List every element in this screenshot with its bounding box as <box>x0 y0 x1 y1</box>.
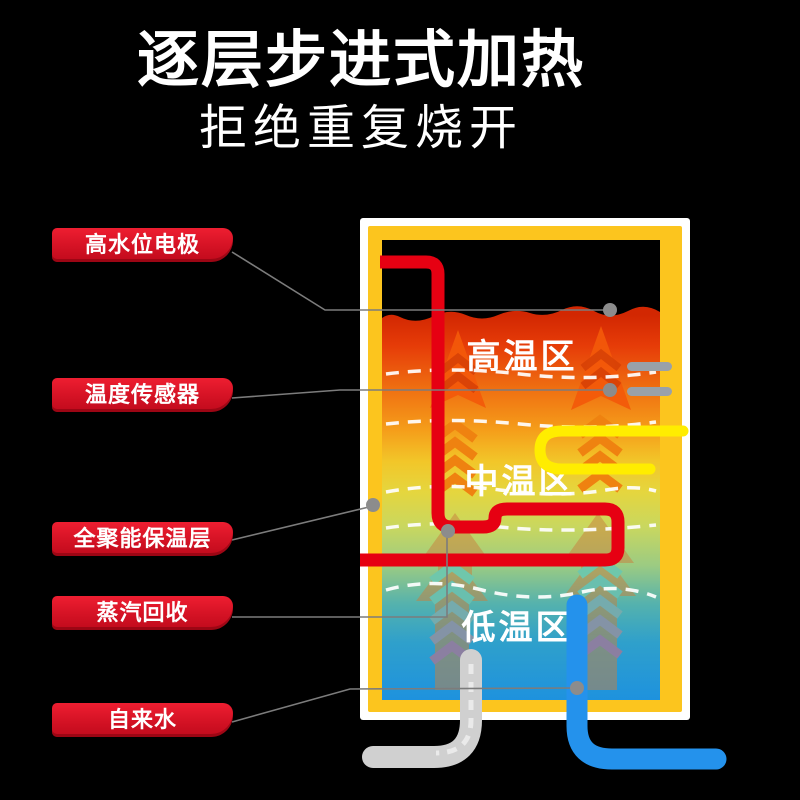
sensor-probe <box>627 362 672 371</box>
connector-line <box>231 251 610 311</box>
connector-line <box>232 532 448 618</box>
tap-water-pipe <box>566 594 727 770</box>
sensor-probe <box>627 387 672 396</box>
connector-dots <box>366 303 617 695</box>
connector-lines <box>231 251 610 723</box>
header: 逐层步进式加热 拒绝重复烧开 <box>0 26 722 158</box>
zone-label-high: 高温区 <box>467 338 578 376</box>
callout-high-water-electrode: 高水位电极 <box>52 228 233 262</box>
chevron-icon <box>580 348 622 372</box>
steam-pipe-highlight <box>435 664 474 756</box>
temp-sensor-probes <box>627 362 672 396</box>
connector-dot <box>570 681 584 695</box>
dashed-line <box>385 368 657 380</box>
water-surface <box>382 240 660 321</box>
hot-zone-chevrons <box>437 348 622 394</box>
chevron-icon <box>437 352 479 376</box>
chevron-icon <box>429 600 475 625</box>
callout-insulation-layer: 全聚能保温层 <box>52 522 233 556</box>
yellow-heating-element <box>534 425 689 475</box>
callout-tap-water: 自来水 <box>52 703 233 737</box>
chevron-icon <box>580 366 622 390</box>
callout-steam-recovery: 蒸汽回收 <box>52 596 233 630</box>
connector-line <box>231 505 374 541</box>
connector-dot <box>441 524 455 538</box>
connector-line <box>231 389 610 399</box>
chevron-icon <box>577 432 623 457</box>
chevron-icon <box>437 370 479 394</box>
red-heating-pipe <box>360 255 625 567</box>
dashed-line <box>385 581 657 599</box>
connector-dot <box>603 303 617 317</box>
callout-temp-sensor: 温度传感器 <box>52 378 233 412</box>
dashed-line <box>385 521 657 532</box>
chevron-icon <box>429 620 475 645</box>
connector-dot <box>366 498 380 512</box>
zone-label-low: 低温区 <box>462 609 573 647</box>
page-title: 逐层步进式加热 <box>136 26 585 95</box>
connector-line <box>231 687 578 723</box>
connector-dot <box>603 383 617 397</box>
page-subtitle: 拒绝重复烧开 <box>198 102 523 155</box>
